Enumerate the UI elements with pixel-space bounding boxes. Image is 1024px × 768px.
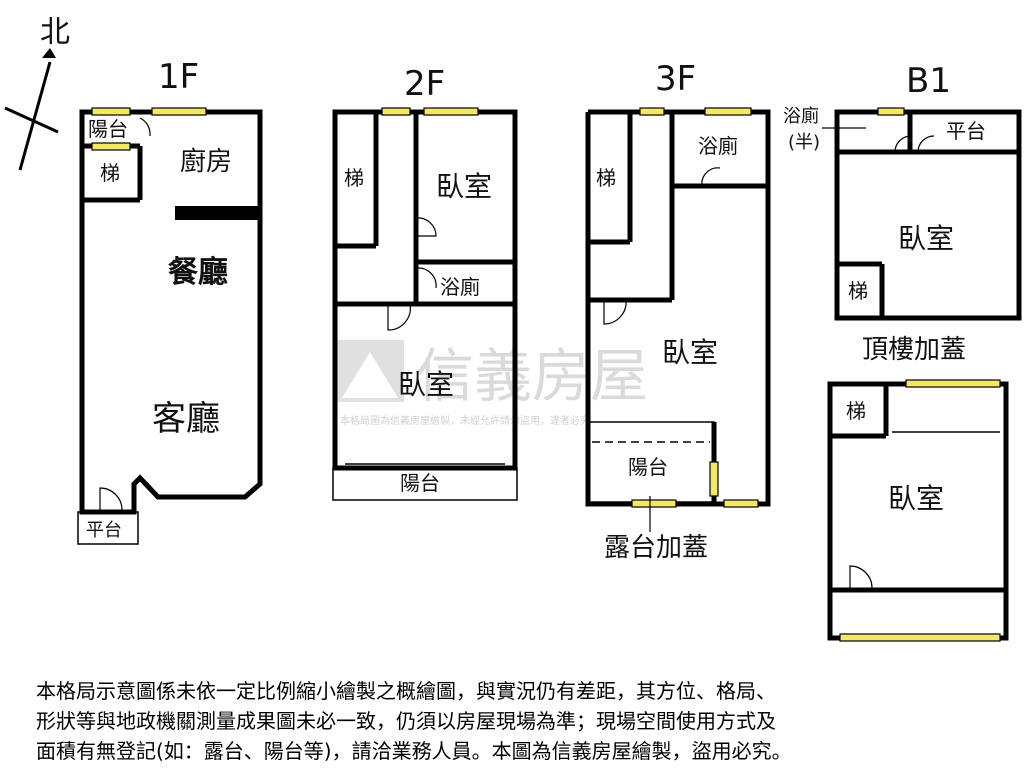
room-label: 客廳 [152,399,220,439]
disclaimer-line: 面積有無登記(如：露台、陽台等)，請洽業務人員。本圖為信義房屋繪製，盜用必究。 [36,739,792,763]
room-label: 臥室 [398,368,454,401]
watermark: 信義房屋 本格局圖為信義房屋繪製，未經允許請勿盜用，違者必究 [336,340,648,427]
room-label: 浴廁 [698,134,738,158]
room-label: 梯 [344,166,364,190]
room-label: 梯 [846,399,866,423]
disclaimer-line: 形狀等與地政機關測量成果圖未必一致，仍須以房屋現場為準；現場空間使用方式及 [36,709,776,733]
room-label: 陽台 [400,471,440,495]
floor-title: B1 [906,61,951,101]
floor-title: 3F [655,59,696,99]
room-label: 浴廁 [783,105,819,127]
north-label: 北 [40,15,70,50]
floor-title: 2F [404,64,445,104]
room-label: (半) [788,132,820,153]
floor-b1: B1 浴廁 (半) 平台 臥室 梯 [783,61,1022,321]
floor-2f: 2F 梯 臥室 浴廁 臥室 陽台 [332,64,518,501]
room-label: 臥室 [662,336,718,369]
room-label: 臥室 [436,170,492,203]
room-label: 臥室 [898,222,954,255]
room-label: 浴廁 [440,275,480,299]
room-label: 梯 [100,161,120,185]
room-label: 露台加蓋 [604,533,708,563]
room-label: 臥室 [888,482,944,515]
room-label: 陽台 [628,455,668,479]
floor-plan-diagram: 信義房屋 本格局圖為信義房屋繪製，未經允許請勿盜用，違者必究 北 1F 陽台 梯… [4,15,1022,642]
watermark-logo-icon [336,340,404,402]
watermark-brand: 信義房屋 [416,342,648,410]
room-label: 平台 [946,119,986,143]
room-label: 梯 [848,279,868,303]
room-label: 廚房 [180,147,232,177]
floor-title: 1F [158,57,199,97]
room-label: 餐廳 [168,255,228,290]
floor-rooftop: 頂樓加蓋 梯 臥室 [827,335,1009,642]
north-arrow-icon [42,48,56,58]
room-label: 陽台 [88,117,128,141]
compass: 北 [4,15,70,171]
disclaimer: 本格局示意圖係未依一定比例縮小繪製之概繪圖，與實況仍有差距，其方位、格局、 形狀… [36,676,996,766]
disclaimer-line: 本格局示意圖係未依一定比例縮小繪製之概繪圖，與實況仍有差距，其方位、格局、 [36,679,776,703]
floor-title: 頂樓加蓋 [862,335,966,365]
watermark-notice: 本格局圖為信義房屋繪製，未經允許請勿盜用，違者必究 [340,414,590,427]
floor-3f: 3F 梯 浴廁 臥室 陽台 露台加蓋 [585,59,771,563]
floor-1f: 1F 陽台 梯 廚房 餐廳 客廳 平台 [77,57,263,545]
room-label: 梯 [596,166,616,190]
room-label: 平台 [86,520,122,541]
